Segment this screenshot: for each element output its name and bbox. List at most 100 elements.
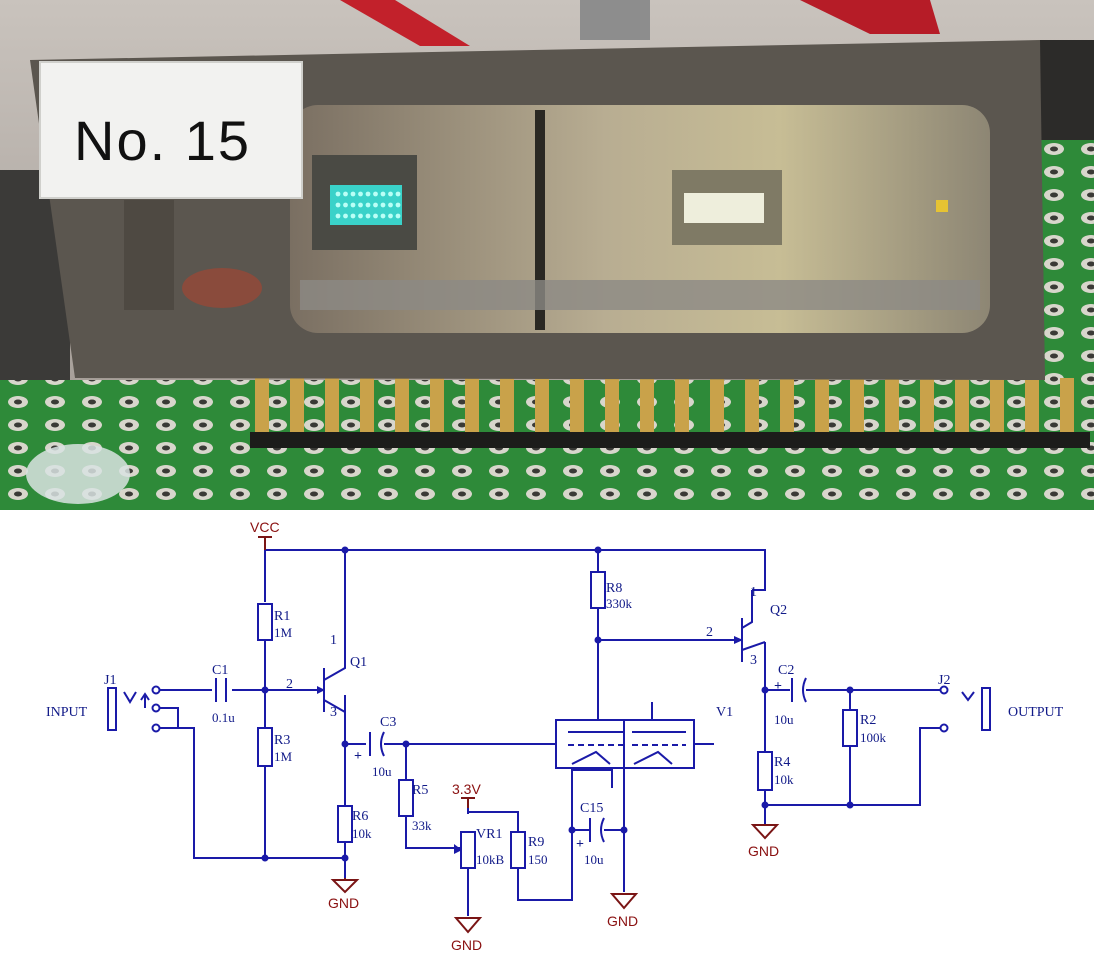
resistor-r5: R5 33k <box>398 779 432 833</box>
r4-ref: R4 <box>774 755 790 770</box>
resistor-r3: R3 1M <box>257 727 293 767</box>
gold-pin <box>605 378 619 436</box>
anode-dot <box>380 191 386 197</box>
c2-ref: C2 <box>778 663 794 678</box>
gnd-symbol-2: GND <box>451 917 483 953</box>
junction-dot <box>341 854 349 862</box>
r1-ref: R1 <box>274 609 290 624</box>
vr1-value: 10kB <box>476 852 505 867</box>
wire-vcc-rail <box>265 549 766 591</box>
c3-value: 10u <box>372 764 392 779</box>
copper-reflection <box>182 268 262 308</box>
schematic: VCC 3.3V GND GND GND GND J1 INPUT C1 0.1… <box>46 519 1064 953</box>
gold-pin <box>395 378 409 436</box>
wire-output-ground <box>765 727 940 806</box>
r3-ref: R3 <box>274 733 290 748</box>
tube-v1: V1 <box>555 705 733 769</box>
metal-cable <box>580 0 650 40</box>
anode-dot <box>335 202 341 208</box>
anode-dot <box>350 191 356 197</box>
red-wire <box>800 0 940 34</box>
r2-ref: R2 <box>860 713 876 728</box>
anode-segments <box>335 191 401 219</box>
resistor-r9: R9 150 <box>510 831 548 869</box>
gold-pin <box>745 378 759 436</box>
c15-value: 10u <box>584 852 604 867</box>
r6-ref: R6 <box>352 809 368 824</box>
anode-dot <box>373 213 378 219</box>
anode-dot <box>373 202 378 208</box>
v1-ref: V1 <box>716 705 733 720</box>
q1-pin2: 2 <box>286 677 293 692</box>
v33-symbol: 3.3V <box>452 781 481 808</box>
anode-dot <box>395 213 401 219</box>
anode-dot <box>358 213 363 219</box>
c3-ref: C3 <box>380 715 396 730</box>
r6-value: 10k <box>352 826 372 841</box>
resistor-r2: R2 100k <box>842 709 887 747</box>
gnd-label: GND <box>607 913 638 929</box>
junction-dot <box>261 854 269 862</box>
junctions <box>261 546 854 862</box>
anode-dot <box>335 191 341 197</box>
number-tag <box>39 61 303 199</box>
transistor-q2: Q2 1 2 3 <box>706 585 787 668</box>
gold-pin <box>885 378 899 436</box>
capacitor-c1: C1 0.1u <box>212 663 235 725</box>
gnd-symbol-1: GND <box>328 878 360 911</box>
gnd-label: GND <box>328 895 359 911</box>
j2-ref: J2 <box>938 673 950 688</box>
r8-ref: R8 <box>606 581 622 596</box>
q1-pin1: 1 <box>330 633 337 648</box>
q2-pin3: 3 <box>750 653 757 668</box>
c15-ref: C15 <box>580 801 603 816</box>
anode-dot <box>343 213 348 219</box>
junction-dot <box>846 686 854 694</box>
jack-j1: J1 INPUT <box>46 673 179 733</box>
anode-dot <box>380 213 386 219</box>
red-wire <box>340 0 470 46</box>
anode-dot <box>395 191 401 197</box>
anode-dot <box>358 191 363 197</box>
anode-dot <box>343 202 348 208</box>
gold-pin <box>710 378 724 436</box>
junction-dot <box>341 740 349 748</box>
anode-dot <box>365 191 371 197</box>
junction-dot <box>846 801 854 809</box>
r9-ref: R9 <box>528 835 544 850</box>
gold-pin <box>955 378 969 436</box>
anode-dot <box>388 191 393 197</box>
tube-pins <box>255 378 1074 436</box>
junction-dot <box>620 826 628 834</box>
vr1-ref: VR1 <box>476 827 502 842</box>
gold-pin <box>500 378 514 436</box>
capacitor-c2: C2 + 10u <box>774 663 807 727</box>
gold-pin <box>640 378 654 436</box>
c3-polarity: + <box>354 749 362 764</box>
anode-dot <box>365 202 371 208</box>
junction-dot <box>761 686 769 694</box>
anode-dot <box>388 202 393 208</box>
unlit-anode <box>684 193 764 223</box>
anode-dot <box>350 202 356 208</box>
gold-pin <box>570 378 584 436</box>
gold-pin <box>675 378 689 436</box>
wire-vr1-r9 <box>468 811 519 832</box>
gold-pin <box>535 378 549 436</box>
resistor-r1: R1 1M <box>257 603 293 641</box>
vcc-symbol: VCC <box>250 519 280 550</box>
capacitor-c3: C3 + 10u <box>354 715 396 779</box>
wire-r9-c15 <box>517 829 590 901</box>
tag-label: No. 15 <box>74 109 251 172</box>
r5-value: 33k <box>412 818 432 833</box>
resistor-r6: R6 10k <box>337 805 372 843</box>
perfboard-right <box>1040 140 1094 380</box>
r8-value: 330k <box>606 596 633 611</box>
q1-ref: Q1 <box>350 655 367 670</box>
q1-pin3: 3 <box>330 705 337 720</box>
gnd-symbol-4: GND <box>748 824 780 859</box>
tube-glass <box>290 105 990 333</box>
gnd-label: GND <box>748 843 779 859</box>
c2-polarity: + <box>774 679 782 694</box>
gold-pin <box>255 378 269 436</box>
